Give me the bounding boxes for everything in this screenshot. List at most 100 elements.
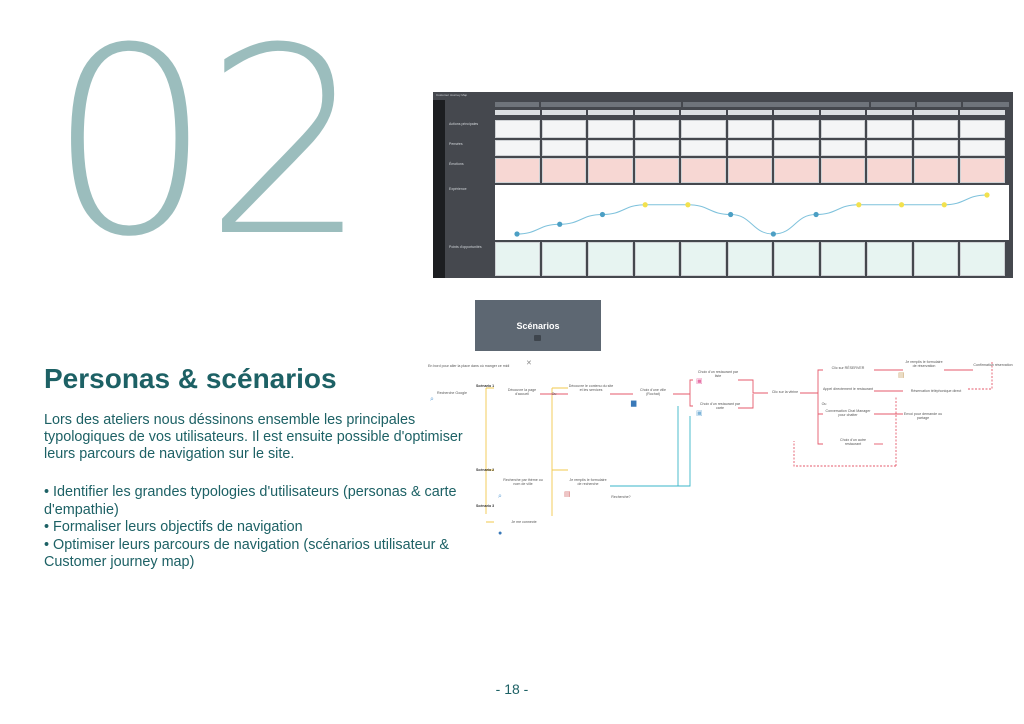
journey-row-label: Actions principales [449,122,479,126]
journey-cell [681,158,726,183]
journey-column-header [634,110,679,115]
journey-cell [634,158,679,183]
journey-cell [727,158,772,183]
journey-cell [588,242,633,276]
journey-stage [541,102,681,107]
experience-point [728,211,734,218]
journey-cell [867,140,912,156]
journey-cell [495,120,540,138]
journey-cell [820,158,865,183]
step-call: Appel directement le restaurant [823,387,873,391]
journey-cell [774,140,819,156]
experience-point [941,202,947,208]
journey-cell [913,158,958,183]
scenario-1-label: Scénario 1 [476,384,495,388]
start-step: Recherche Google [437,391,467,395]
journey-column-header [774,110,819,115]
journey-cell [495,140,540,156]
cutlery-icon: ✕ [526,360,532,367]
journey-column-header [495,110,540,115]
experience-point [557,221,563,227]
expand-icon [534,335,541,341]
step-form: Je remplis le formulaire de recherche [569,478,607,487]
page-number: - 18 - [495,681,529,697]
experience-point [898,202,905,208]
scenario-intro: En bord pour aller la place dans où mang… [428,364,510,368]
journey-cell [867,158,912,183]
bullet-item: •Formaliser leurs objectifs de navigatio… [44,519,464,537]
journey-row-label: Émotions [449,162,464,166]
journey-column-header [820,110,865,115]
step-homepage: Découvre la page d'accueil [507,388,537,397]
step-reserve: Clic sur RÉSERVER [831,366,865,370]
journey-cell [774,120,819,138]
step-booking-form: Je remplis le formulaire de réservation [905,360,943,369]
step-confirmation: Confirmation réservation [973,363,1013,367]
journey-column-header [867,110,912,115]
experience-graph [495,185,1009,240]
journey-column-header [913,110,958,115]
journey-cell [681,120,726,138]
journey-cell [495,158,540,183]
journey-cell [541,158,586,183]
journey-cell [727,242,772,276]
scenario-3-label: Scénario 3 [476,504,495,508]
journey-cell [681,242,726,276]
experience-point [599,211,606,218]
experience-point [642,202,648,208]
step-share: Envoi pour demande ou partage [903,412,943,421]
journey-stage [683,102,869,107]
step-showcase: Clic sur la vitrine [771,390,799,394]
step-other-restaurant: Choix d'un autre restaurant [839,438,867,447]
bullet-item: •Identifier les grandes typologies d'uti… [44,484,464,519]
scenarios-header: Scénarios [475,300,601,351]
journey-cell [681,140,726,156]
step-chat: Conversation Chat Manager pour chatter [825,409,871,418]
journey-cell [960,242,1005,276]
bullet-symbol: • [44,536,50,553]
journey-cell [541,242,586,276]
step-city: Choix d'une ville (Rochat) [639,388,667,397]
journey-row-label: Expérience [449,187,467,191]
user-icon: ● [498,530,503,537]
step-map: Choix d'un restaurant par carte [699,402,741,411]
chapter-number: 02 [48,0,368,293]
or-label: Ou [551,392,557,396]
journey-cell [541,140,586,156]
document-icon: ▤ [898,372,905,379]
scenarios-flow-diagram: En bord pour aller la place dans où mang… [428,356,1014,546]
list-icon: ▣ [696,378,703,385]
journey-cell [588,158,633,183]
bullet-item: •Optimiser leurs parcours de navigation … [44,537,464,572]
form-icon: ▤ [564,491,571,498]
journey-cell [913,120,958,138]
experience-curve [514,192,990,237]
step-content: Découvre le contenu du site et les servi… [568,384,614,393]
journey-cell [867,120,912,138]
section-title: Personas & scénarios [44,363,337,394]
journey-cell [727,140,772,156]
experience-line [516,194,988,235]
journey-row-label: Pensées [449,142,463,146]
journey-cell [867,242,912,276]
journey-cell [913,140,958,156]
experience-point [770,231,776,237]
search-icon: ⌕ [430,396,434,403]
scenario-2-label: Scénario 2 [476,468,495,472]
building-icon: ▆ [631,400,637,407]
journey-cell [588,140,633,156]
flow-connectors [485,361,993,523]
journey-row-label: Points d'opportunités [449,245,482,249]
step-phone-booking: Réservation téléphonique direct [910,389,962,393]
step-list: Choix d'un restaurant par liste [697,370,739,379]
map-icon: ▣ [696,410,703,417]
journey-cell [913,242,958,276]
journey-stage [917,102,961,107]
journey-cell [541,120,586,138]
search-icon: ⌕ [498,493,502,500]
journey-cell [820,140,865,156]
experience-point [856,202,862,208]
experience-point [813,211,819,218]
journey-cell [588,120,633,138]
journey-column-header [681,110,726,115]
